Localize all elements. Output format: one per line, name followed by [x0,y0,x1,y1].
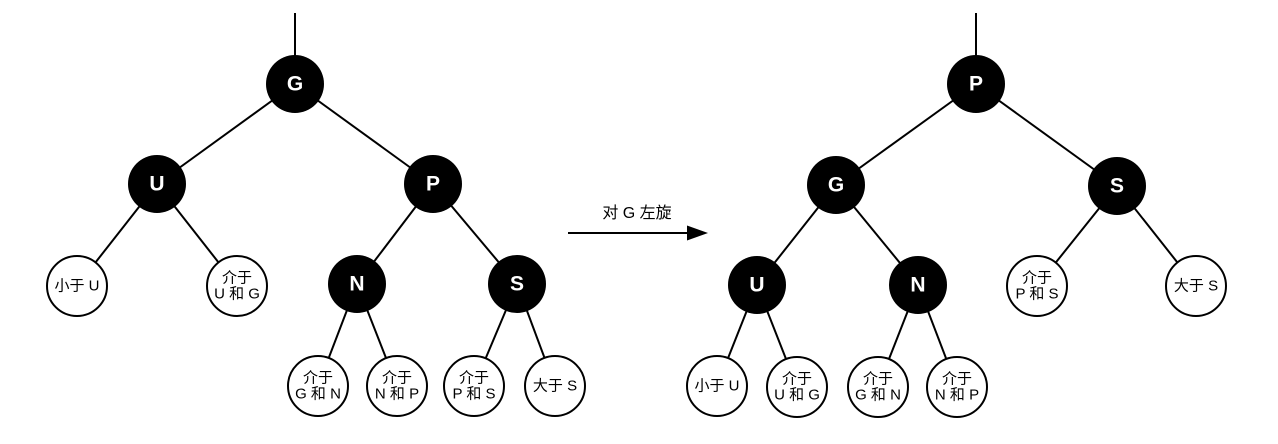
leaf-node-G-N: 介于G 和 N [847,356,909,418]
node-label: N 和 P [375,386,419,403]
node-circle [889,256,947,314]
leaf-circle [287,355,349,417]
node-label: G 和 N [855,387,901,404]
internal-node-U: U [728,256,786,314]
leaf-node-gt-S: 大于 S [1165,255,1227,317]
node-label: 大于 S [1174,278,1218,295]
internal-node-S: S [488,255,546,313]
node-label: P [426,173,440,196]
node-label: 介于 [942,371,972,388]
rotation-arrow: 对 G 左旋 [568,204,708,241]
node-circle [807,156,865,214]
leaf-circle [206,255,268,317]
internal-node-G: G [266,55,324,113]
node-label: 介于 [382,370,412,387]
node-label: 介于 [459,370,489,387]
arrow-head-icon [687,225,708,241]
node-label: P 和 S [452,386,495,403]
node-label: P 和 S [1015,286,1058,303]
node-label: G [287,73,303,96]
leaf-node-N-P: 介于N 和 P [366,355,428,417]
node-label: 小于 U [54,278,99,295]
node-label: N 和 P [935,387,979,404]
internal-node-S: S [1088,157,1146,215]
node-label: U 和 G [214,286,260,303]
leaf-circle [926,356,988,418]
node-circle [728,256,786,314]
leaf-circle [524,355,586,417]
leaf-node-N-P: 介于N 和 P [926,356,988,418]
node-label: 介于 [863,371,893,388]
node-label: P [969,73,983,96]
node-label: U [749,274,764,297]
node-circle [266,55,324,113]
node-circle [947,55,1005,113]
node-label: 介于 [222,270,252,287]
internal-node-G: G [807,156,865,214]
leaf-node-U-G: 介于U 和 G [766,356,828,418]
internal-node-N: N [328,255,386,313]
rotation-arrow-label: 对 G 左旋 [602,204,671,222]
internal-node-N: N [889,256,947,314]
leaf-node-U-G: 介于U 和 G [206,255,268,317]
internal-node-U: U [128,155,186,213]
node-label: S [510,273,524,296]
node-label: 介于 [782,371,812,388]
leaf-node-lt-U: 小于 U [46,255,108,317]
node-circle [128,155,186,213]
node-circle [404,155,462,213]
leaf-node-P-S: 介于P 和 S [443,355,505,417]
node-circle [328,255,386,313]
node-label: S [1110,175,1124,198]
node-circle [1088,157,1146,215]
node-label: U [149,173,164,196]
leaf-circle [686,355,748,417]
node-label: 小于 U [694,378,739,395]
leaf-circle [847,356,909,418]
leaf-node-gt-S: 大于 S [524,355,586,417]
leaf-node-lt-U: 小于 U [686,355,748,417]
node-label: 大于 S [533,378,577,395]
leaf-circle [366,355,428,417]
leaf-circle [1006,255,1068,317]
node-label: 介于 [1022,270,1052,287]
internal-node-P: P [404,155,462,213]
leaf-circle [46,255,108,317]
edge-P-S [975,83,1118,187]
leaf-circle [1165,255,1227,317]
node-label: U 和 G [774,387,820,404]
leaf-circle [766,356,828,418]
internal-node-P: P [947,55,1005,113]
node-label: N [349,273,364,296]
leaf-circle [443,355,505,417]
leaf-node-G-N: 介于G 和 N [287,355,349,417]
node-label: G [828,174,844,197]
node-label: 介于 [303,370,333,387]
node-circle [488,255,546,313]
node-label: N [910,274,925,297]
leaf-node-P-S: 介于P 和 S [1006,255,1068,317]
node-label: G 和 N [295,386,341,403]
